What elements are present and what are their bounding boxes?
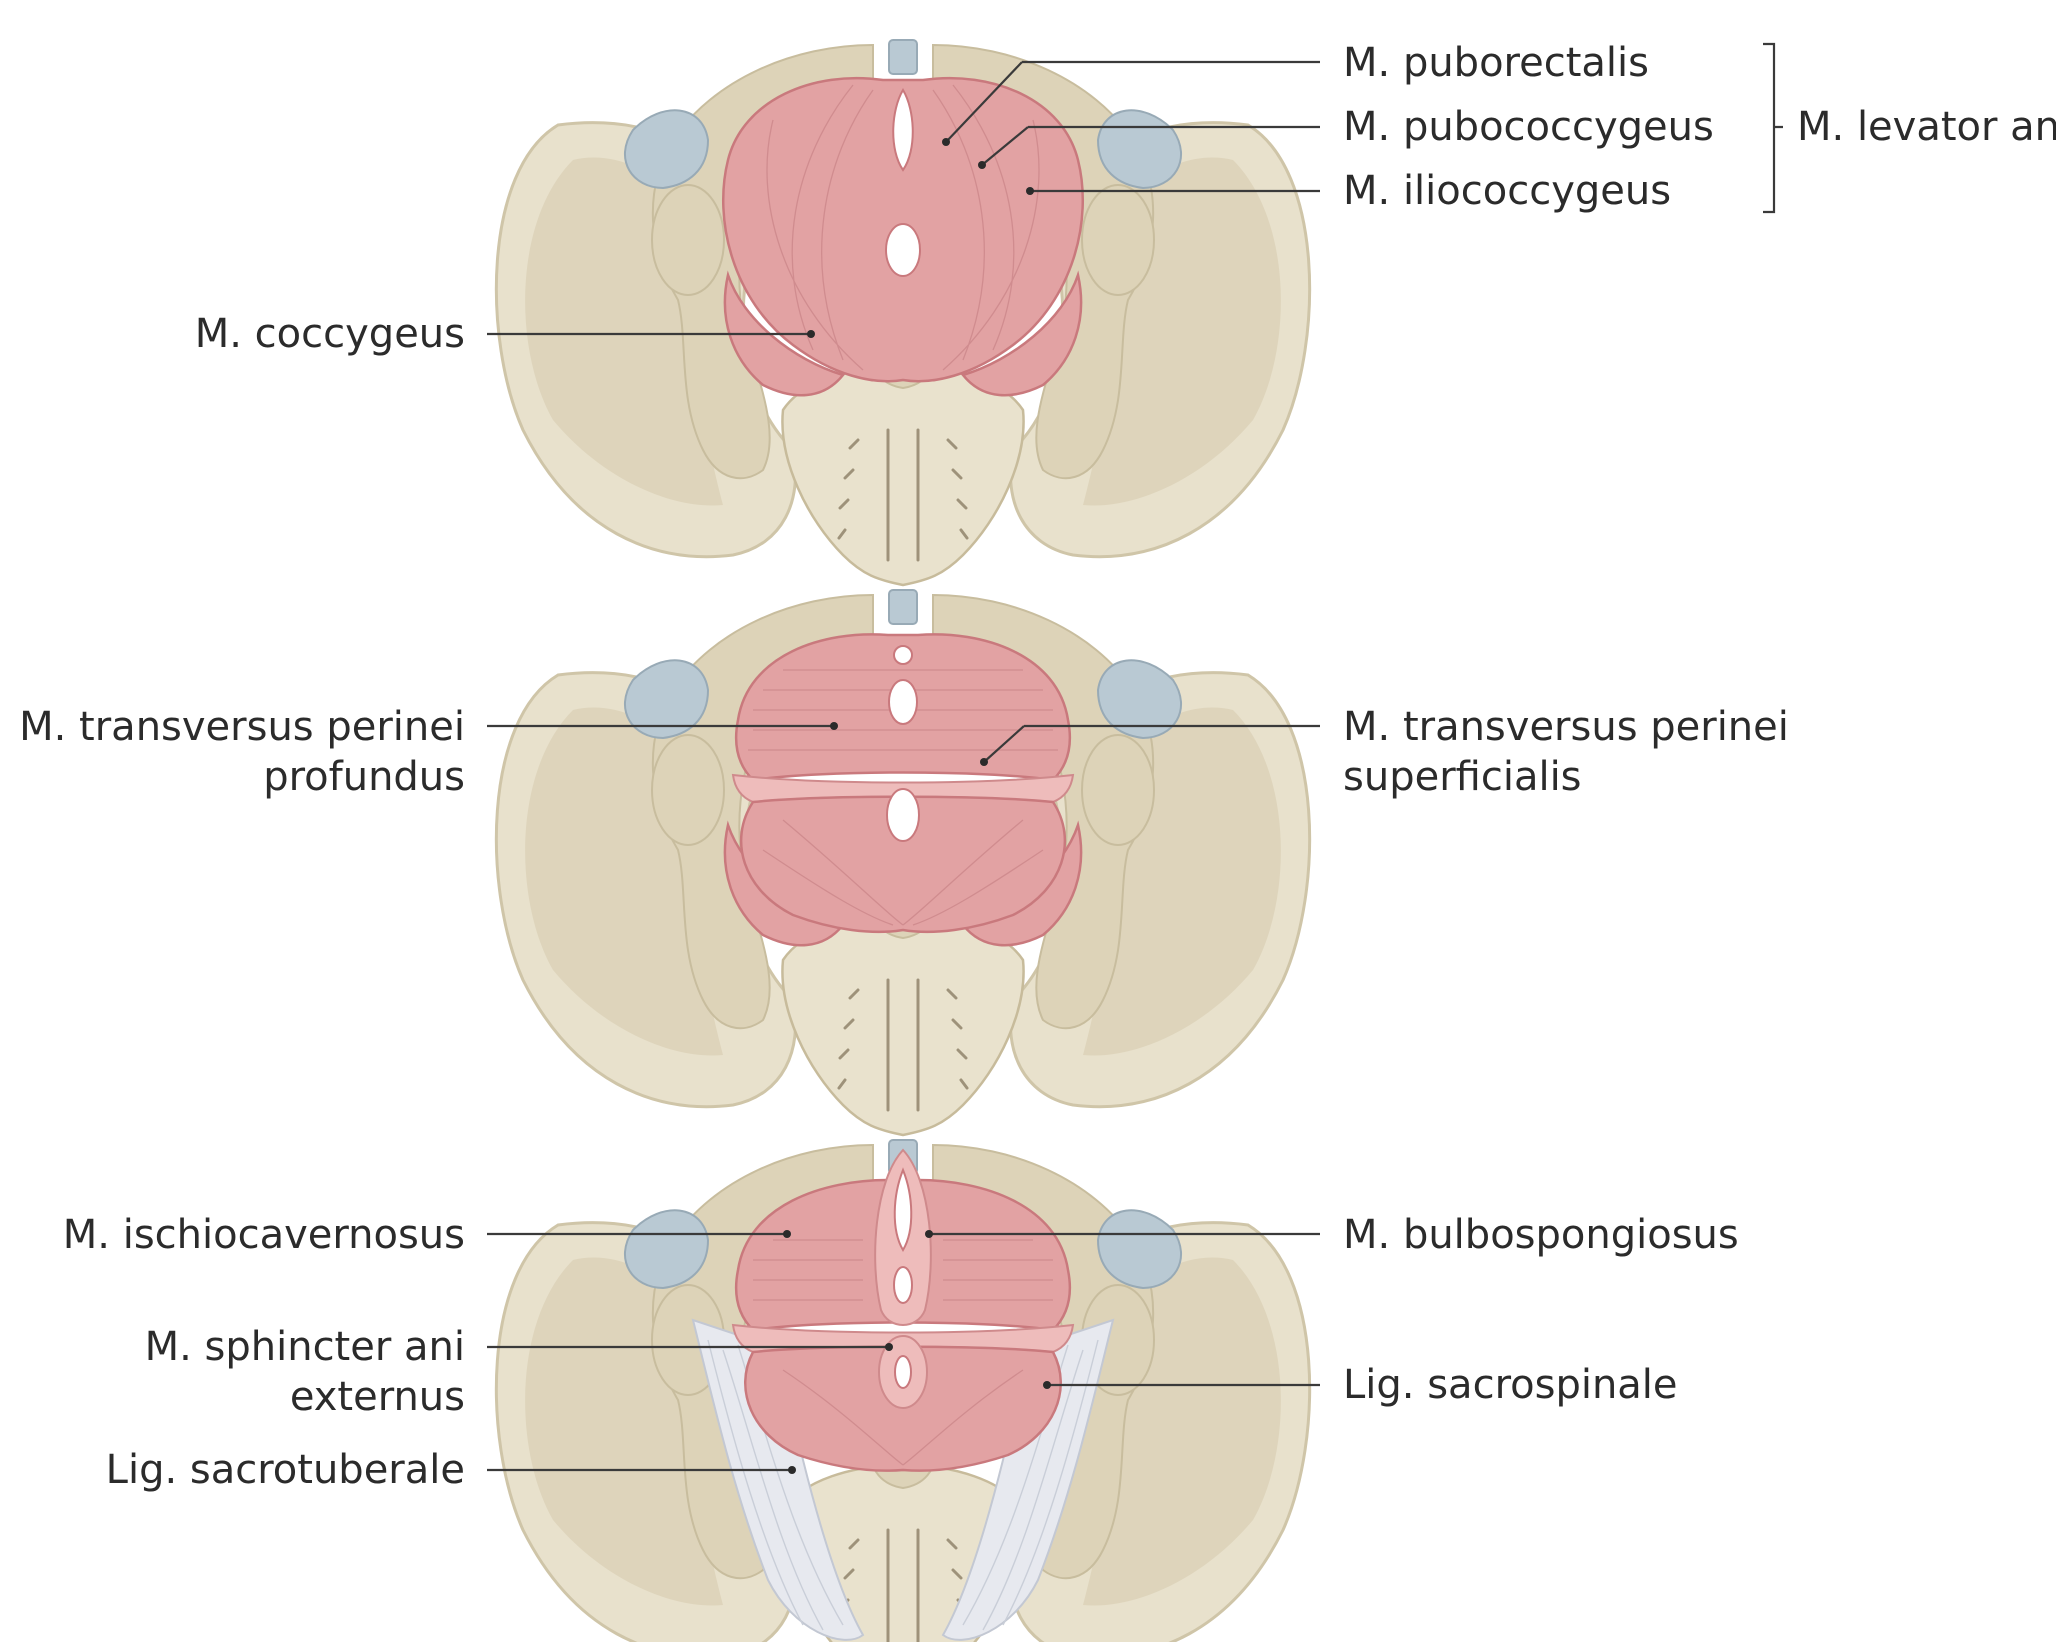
label-pubococcygeus: M. pubococcygeus <box>1343 104 1714 150</box>
panel-levator-ani <box>494 38 1312 587</box>
label-transversus-profundus-1: M. transversus perinei <box>19 704 465 750</box>
label-ischiocavernosus: M. ischiocavernosus <box>63 1212 465 1258</box>
label-puborectalis: M. puborectalis <box>1343 40 1649 86</box>
label-sphincter-ani-2: externus <box>290 1374 465 1420</box>
label-sphincter-ani-1: M. sphincter ani <box>145 1324 465 1370</box>
panel-transversus-perinei <box>494 588 1312 1137</box>
label-iliococcygeus: M. iliococcygeus <box>1343 168 1671 214</box>
levator-ani-bracket <box>1763 42 1783 214</box>
label-sacrospinale: Lig. sacrospinale <box>1343 1362 1678 1408</box>
label-transversus-profundus-2: profundus <box>263 754 465 800</box>
label-transversus-superficialis-2: superficialis <box>1343 754 1582 800</box>
label-transversus-superficialis-1: M. transversus perinei <box>1343 704 1789 750</box>
panel-superficial-perineum <box>494 1138 1312 1642</box>
label-coccygeus: M. coccygeus <box>195 311 465 357</box>
label-sacrotuberale: Lig. sacrotuberale <box>106 1447 465 1493</box>
label-bulbospongiosus: M. bulbospongiosus <box>1343 1212 1739 1258</box>
label-levator-ani: M. levator ani <box>1797 104 2056 150</box>
